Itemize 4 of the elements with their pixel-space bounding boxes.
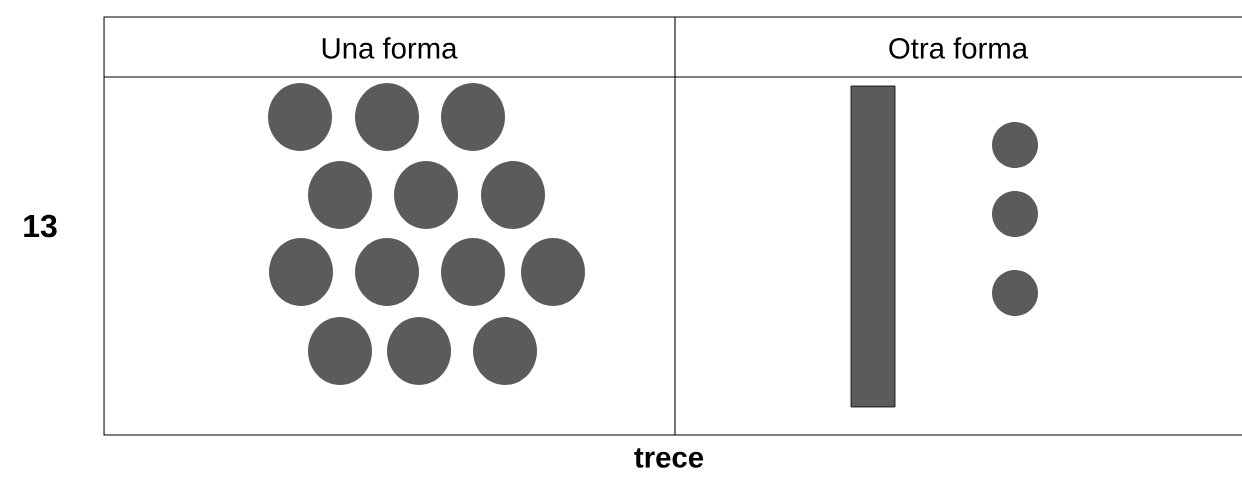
number-label: 13 <box>24 214 57 238</box>
column-header: Otra forma <box>889 37 1029 59</box>
number-word: trece <box>634 448 704 468</box>
column-header: Una forma <box>322 37 458 59</box>
